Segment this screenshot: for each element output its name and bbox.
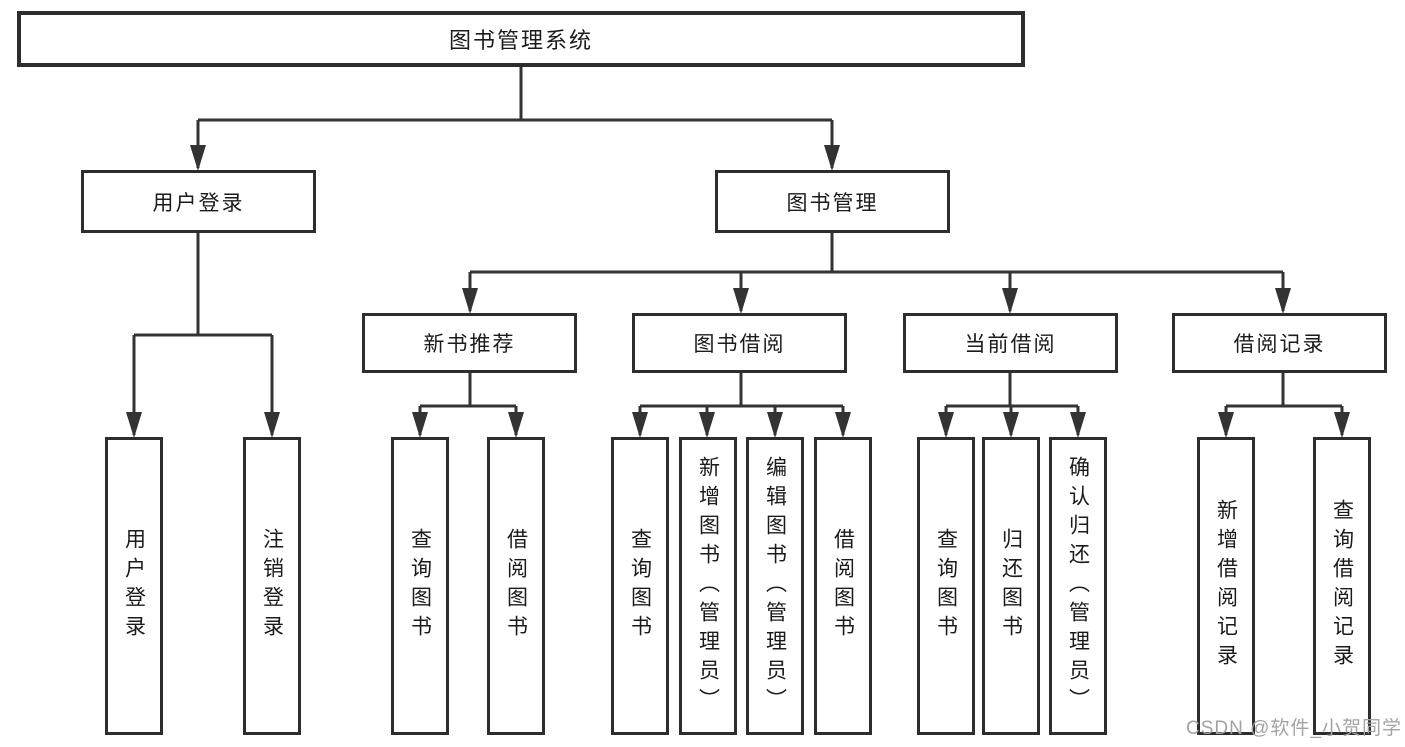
leaf-borrow-add-books-admin-label: 新增图书（管理员） <box>696 455 720 717</box>
arrowhead <box>938 412 954 438</box>
node-book-management: 图书管理 <box>715 170 950 233</box>
arrowhead <box>1218 412 1234 438</box>
node-book-management-label: 图书管理 <box>786 191 879 215</box>
branch-root-to-level2 <box>196 67 834 168</box>
arrowhead <box>767 412 783 438</box>
branch-new-book <box>418 373 518 435</box>
node-new-book-recommend-label: 新书推荐 <box>423 333 516 356</box>
leaf-record-add-record-label: 新增借阅记录 <box>1214 499 1238 673</box>
leaf-borrow-edit-books-admin: 编辑图书（管理员） <box>746 437 804 735</box>
leaf-current-return-books-label: 归还图书 <box>999 528 1023 644</box>
arrowhead <box>190 145 206 171</box>
arrowhead <box>824 145 840 171</box>
arrowhead <box>1275 288 1291 314</box>
node-root-system-label: 图书管理系统 <box>448 28 593 53</box>
branch-user-login <box>132 233 274 435</box>
leaf-newbook-borrow-books-label: 借阅图书 <box>504 528 528 644</box>
node-borrow-record-label: 借阅记录 <box>1233 333 1326 356</box>
arrowheads <box>126 145 1350 438</box>
leaf-borrow-borrow-books: 借阅图书 <box>814 437 872 735</box>
leaf-current-confirm-return-admin: 确认归还（管理员） <box>1049 437 1107 735</box>
leaf-borrow-add-books-admin: 新增图书（管理员） <box>679 437 737 735</box>
arrowhead <box>1334 412 1350 438</box>
node-current-borrow-label: 当前借阅 <box>964 333 1057 356</box>
arrowhead <box>632 412 648 438</box>
arrowhead <box>412 412 428 438</box>
leaf-record-add-record: 新增借阅记录 <box>1197 437 1255 735</box>
node-book-borrow-label: 图书借阅 <box>693 333 786 356</box>
arrowhead <box>699 412 715 438</box>
node-borrow-record: 借阅记录 <box>1172 313 1387 373</box>
node-root-system: 图书管理系统 <box>17 11 1025 67</box>
leaf-logout-label: 注销登录 <box>260 528 284 644</box>
arrowhead <box>508 412 524 438</box>
node-new-book-recommend: 新书推荐 <box>362 313 577 373</box>
node-user-login-label: 用户登录 <box>152 191 245 215</box>
leaf-newbook-query-books-label: 查询图书 <box>408 528 432 644</box>
leaf-borrow-query-books-label: 查询图书 <box>628 528 652 644</box>
arrowhead <box>835 412 851 438</box>
leaf-record-query-record-label: 查询借阅记录 <box>1330 499 1354 673</box>
leaf-user-login-label: 用户登录 <box>122 528 146 644</box>
leaf-newbook-borrow-books: 借阅图书 <box>487 437 545 735</box>
leaf-current-query-books-label: 查询图书 <box>934 528 958 644</box>
leaf-current-return-books: 归还图书 <box>982 437 1040 735</box>
node-current-borrow: 当前借阅 <box>903 313 1118 373</box>
arrowhead <box>126 412 142 438</box>
branch-lines <box>132 67 1344 435</box>
arrowhead <box>1070 412 1086 438</box>
branch-book-mgmt-to-level3 <box>468 233 1285 311</box>
leaf-record-query-record: 查询借阅记录 <box>1313 437 1371 735</box>
branch-borrow-record <box>1224 373 1344 435</box>
node-book-borrow: 图书借阅 <box>632 313 847 373</box>
leaf-borrow-query-books: 查询图书 <box>611 437 669 735</box>
leaf-newbook-query-books: 查询图书 <box>391 437 449 735</box>
csdn-watermark: CSDN @软件_小贺同学 <box>1186 718 1402 739</box>
arrowhead <box>1003 412 1019 438</box>
leaf-borrow-borrow-books-label: 借阅图书 <box>831 528 855 644</box>
leaf-current-confirm-return-admin-label: 确认归还（管理员） <box>1066 455 1090 717</box>
arrowhead <box>1002 288 1018 314</box>
arrowhead <box>264 412 280 438</box>
arrowhead <box>733 288 749 314</box>
node-user-login: 用户登录 <box>81 170 316 233</box>
leaf-logout: 注销登录 <box>243 437 301 735</box>
branch-book-borrow <box>638 373 845 435</box>
leaf-current-query-books: 查询图书 <box>917 437 975 735</box>
leaf-borrow-edit-books-admin-label: 编辑图书（管理员） <box>763 455 787 717</box>
leaf-user-login: 用户登录 <box>105 437 163 735</box>
arrowhead <box>462 288 478 314</box>
